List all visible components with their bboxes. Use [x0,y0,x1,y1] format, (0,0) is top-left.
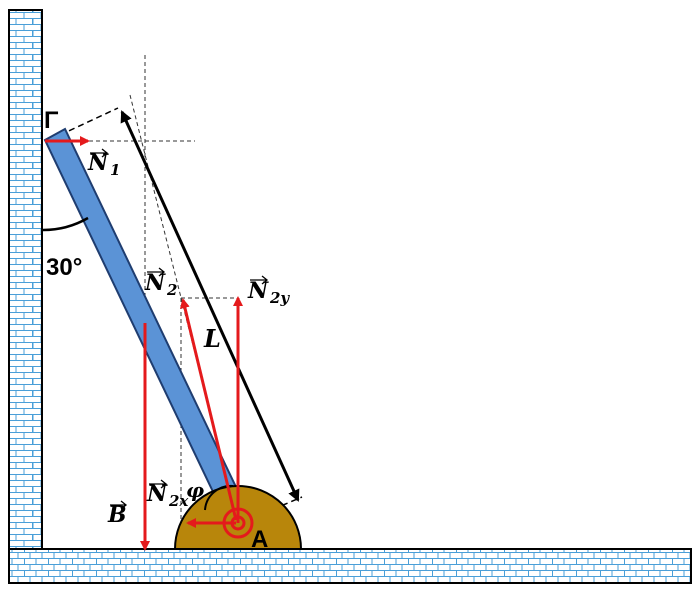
label-angle: 30° [46,254,82,281]
label-N2x: N 2x [146,479,189,510]
label-B: B [107,500,128,528]
angle-arc [41,216,89,232]
force-arrows [45,136,243,551]
length-dimension-arrow [120,110,300,502]
svg-text:2: 2 [166,281,177,299]
svg-text:1: 1 [110,161,120,179]
label-phi: φ [186,478,204,502]
brick-wall [8,9,43,556]
svg-text:N: N [247,278,269,304]
label-N2y: N 2y [247,275,290,307]
svg-text:2x: 2x [168,492,189,510]
label-N2: N 2 [144,267,177,299]
svg-text:N: N [144,270,166,296]
label-N1: N 1 [87,148,120,179]
label-gamma: Γ [44,107,59,134]
brick-floor [8,548,692,584]
label-A: A [251,526,268,553]
svg-text:B: B [107,502,127,528]
label-L: L [203,324,221,353]
svg-text:2y: 2y [269,289,290,307]
force-N2-arrow [180,298,238,521]
